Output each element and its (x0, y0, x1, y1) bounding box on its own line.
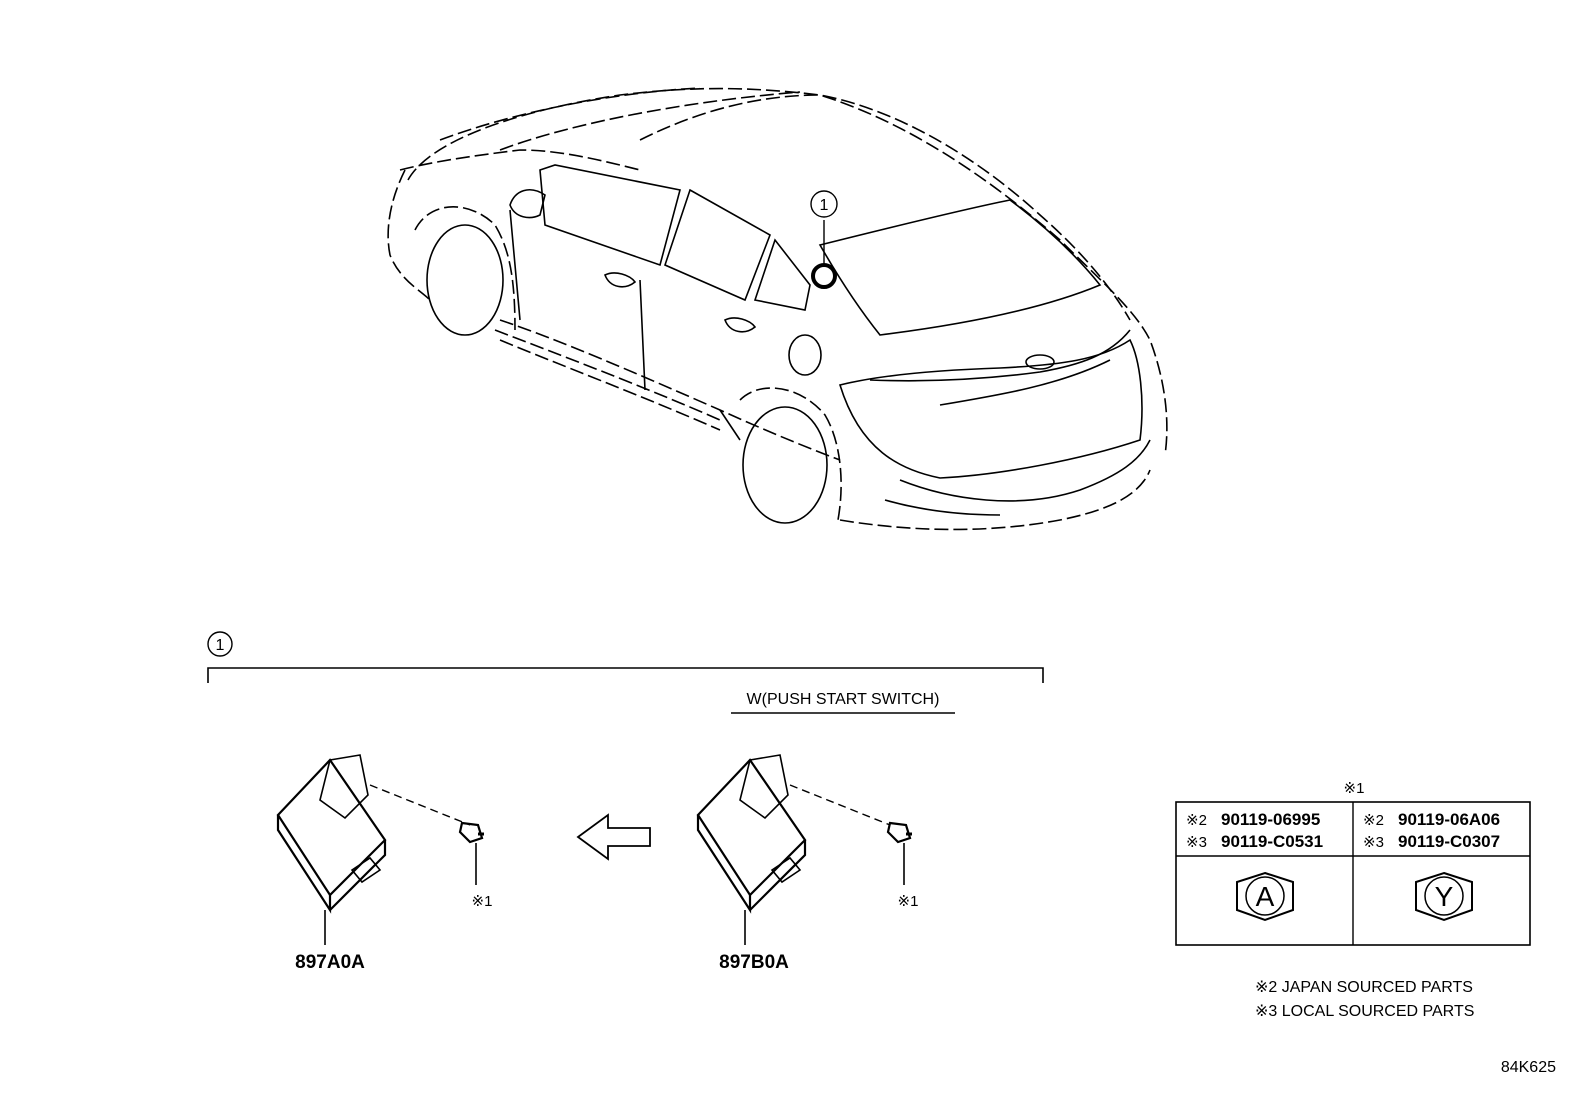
part-number-left: 897A0A (295, 952, 365, 973)
bracket-number: 1 (216, 637, 225, 654)
callout-circle (810, 190, 838, 218)
part-number-right: 897B0A (719, 952, 789, 973)
col1-line1-mark: ※2 (1186, 812, 1207, 829)
note-local: ※3 LOCAL SOURCED PARTS (1255, 1003, 1474, 1020)
vehicle-illustration: 1 (387, 87, 1168, 531)
module-897A0A: 897A0A (276, 754, 471, 973)
bolt-note-left: ※1 (472, 893, 493, 910)
bolt-table: ※1 ※2 90119-06995 ※3 90119-C0531 A ※2 90… (1175, 780, 1531, 946)
direction-arrow (576, 813, 651, 861)
col2-line2-pn: 90119-C0307 (1398, 832, 1500, 851)
col1-line2-pn: 90119-C0531 (1221, 832, 1323, 851)
col1-line2-mark: ※3 (1186, 834, 1207, 851)
bolt-note-right: ※1 (898, 893, 919, 910)
callout-number: 1 (820, 197, 829, 214)
col2-line2-mark: ※3 (1363, 834, 1384, 851)
bolt-symbol-a: A (1256, 881, 1275, 912)
note-japan: ※2 JAPAN SOURCED PARTS (1255, 979, 1473, 996)
bolt-right: ※1 (886, 821, 919, 910)
bolt-left: ※1 (458, 821, 493, 910)
col2-line1-pn: 90119-06A06 (1398, 810, 1500, 829)
table-header: ※1 (1344, 780, 1365, 797)
module-897B0A: 897B0A (696, 754, 891, 973)
diagram-code: 84K625 (1501, 1059, 1556, 1076)
variant-label: W(PUSH START SWITCH) (747, 691, 940, 708)
bolt-symbol-y: Y (1435, 881, 1454, 912)
group-bracket: 1 W(PUSH START SWITCH) (207, 631, 1044, 714)
col1-line1-pn: 90119-06995 (1221, 810, 1320, 829)
col2-line1-mark: ※2 (1363, 812, 1384, 829)
